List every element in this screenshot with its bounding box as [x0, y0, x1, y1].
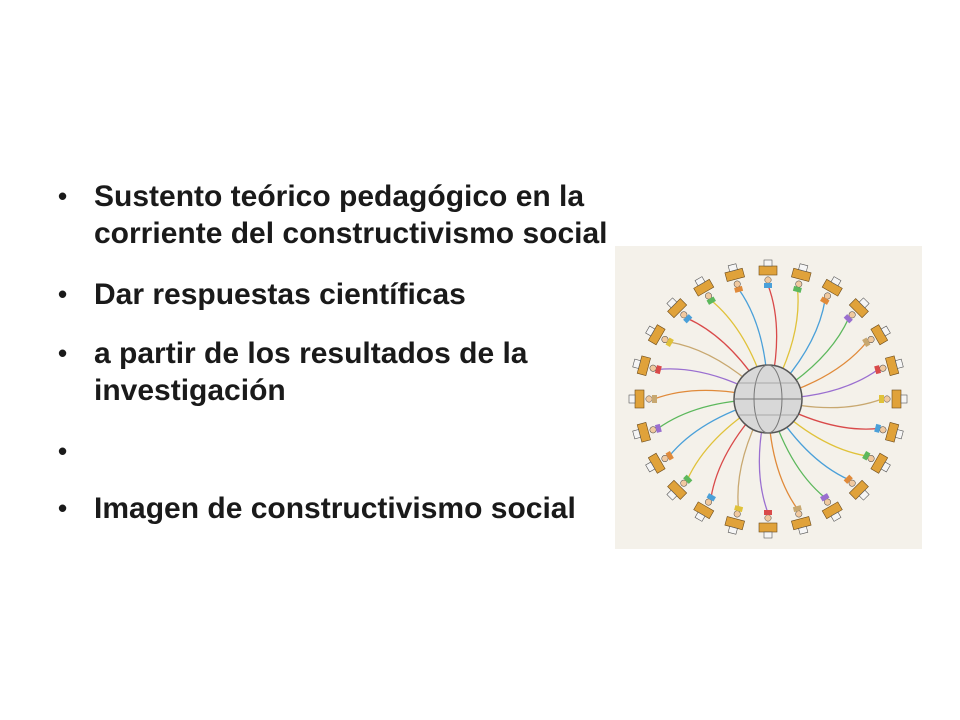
bullet-dot: • [58, 436, 68, 466]
wiki-globe-network-icon [628, 259, 908, 539]
bullet-dot: • [58, 338, 68, 368]
person-at-desk-icon [791, 263, 812, 293]
person-at-desk-icon [843, 474, 870, 501]
bullet-text-2: Dar respuestas científicas [94, 278, 466, 311]
person-at-desk-icon [820, 493, 843, 522]
bullet-item-1: • Sustento teórico pedagógico en la corr… [58, 178, 614, 252]
bullet-text-5: Imagen de constructivismo social [94, 492, 576, 525]
bullet-item-4-empty: • [58, 433, 618, 470]
person-at-desk-icon [666, 297, 693, 324]
person-at-desk-icon [874, 422, 904, 443]
person-at-desk-icon [693, 276, 716, 305]
person-at-desk-icon [628, 389, 657, 409]
bullet-list: • Sustento teórico pedagógico en la corr… [58, 178, 618, 551]
person-at-desk-icon [645, 451, 674, 474]
bullet-item-3: • a partir de los resultados de la inves… [58, 335, 654, 409]
bullet-text-3: a partir de los resultados de la investi… [94, 337, 528, 407]
person-at-desk-icon [758, 510, 778, 539]
person-at-desk-icon [693, 493, 716, 522]
bullet-item-5: • Imagen de constructivismo social [58, 490, 614, 527]
network-illustration [615, 246, 922, 549]
person-at-desk-icon [758, 259, 778, 288]
bullet-item-2: • Dar respuestas científicas [58, 276, 618, 313]
person-at-desk-icon [820, 276, 843, 305]
person-at-desk-icon [724, 505, 745, 535]
person-at-desk-icon [862, 451, 891, 474]
bullet-dot: • [58, 279, 68, 309]
bullet-text-1: Sustento teórico pedagógico en la corrie… [94, 180, 608, 250]
person-at-desk-icon [632, 422, 662, 443]
person-at-desk-icon [645, 324, 674, 347]
person-at-desk-icon [843, 297, 870, 324]
person-at-desk-icon [879, 389, 908, 409]
person-at-desk-icon [632, 355, 662, 376]
person-at-desk-icon [862, 324, 891, 347]
person-at-desk-icon [791, 505, 812, 535]
bullet-dot: • [58, 493, 68, 523]
person-at-desk-icon [874, 355, 904, 376]
bullet-dot: • [58, 181, 68, 211]
person-at-desk-icon [724, 263, 745, 293]
person-at-desk-icon [666, 474, 693, 501]
